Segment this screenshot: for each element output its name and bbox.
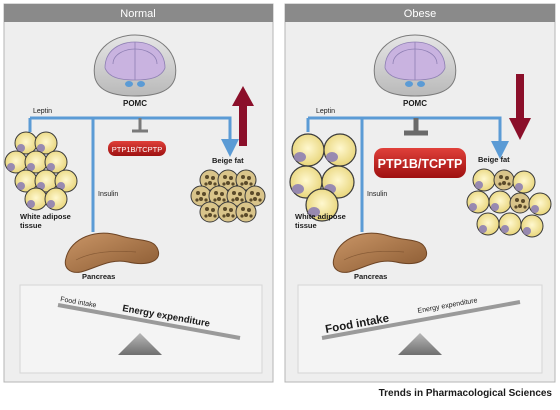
wat-label-line1: White adipose (295, 212, 346, 221)
wat-label-line2: tissue (295, 221, 317, 230)
panel-obese-title: Obese (404, 8, 436, 20)
inhibition-symbol (132, 118, 148, 133)
leptin-label: Leptin (33, 108, 52, 115)
panel-normal: Normal POMC Leptin Insulin PTP1B/TCPTP (3, 3, 274, 383)
pomc-label: POMC (403, 99, 427, 108)
caption: Trends in Pharmacological Sciences (378, 388, 552, 399)
seesaw-beam (57, 303, 241, 340)
arrow-down-icon (509, 74, 531, 140)
leptin-label: Leptin (316, 108, 335, 115)
arrow-up-icon (232, 86, 254, 146)
seesaw-fulcrum (118, 333, 162, 355)
insulin-label: Insulin (98, 191, 118, 198)
wat-label-line2: tissue (20, 221, 42, 230)
beige-fat-label: Beige fat (212, 156, 244, 165)
leptin-pathway (306, 116, 509, 232)
panel-normal-title: Normal (120, 8, 155, 20)
brain-icon (373, 34, 457, 97)
beige-fat-label: Beige fat (478, 155, 510, 164)
pancreas-label: Pancreas (82, 272, 115, 281)
leptin-pathway (28, 116, 239, 232)
ptp1b-label: PTP1B/TCPTP (112, 145, 162, 154)
ptp1b-label: PTP1B/TCPTP (378, 157, 463, 171)
brain-icon (93, 34, 177, 97)
ptp1b-badge (108, 141, 166, 156)
seesaw-box (297, 284, 543, 374)
seesaw-beam (321, 300, 521, 340)
seesaw-obese: Food intake Energy expenditure (297, 284, 543, 374)
inhibition-symbol (404, 118, 428, 136)
panel-normal-header (4, 4, 273, 22)
wat-label-line1: White adipose (20, 212, 71, 221)
beige-fat-cells (190, 169, 266, 223)
insulin-label: Insulin (367, 191, 387, 198)
panel-obese-header (285, 4, 555, 22)
seesaw-box (19, 284, 263, 374)
ptp1b-badge (374, 148, 466, 178)
seesaw-normal: Food intake Energy expenditure (19, 284, 263, 374)
pomc-label: POMC (123, 99, 147, 108)
seesaw-fulcrum (398, 333, 442, 355)
pancreas-label: Pancreas (354, 272, 387, 281)
panel-obese: Obese POMC Leptin Insulin PTP1B/TCPTP (284, 3, 556, 383)
